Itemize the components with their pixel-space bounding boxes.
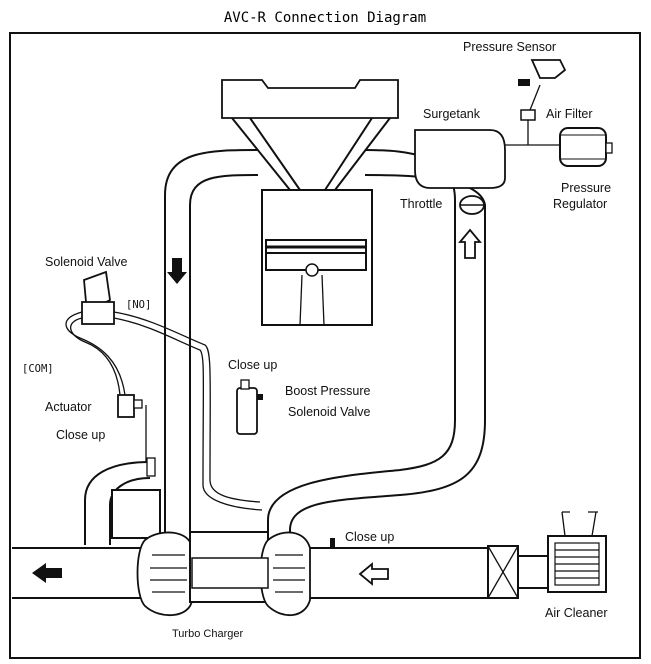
intake-manifold-top bbox=[221, 79, 399, 119]
turbo-ribs bbox=[150, 554, 305, 593]
label-air-cleaner: Air Cleaner bbox=[545, 606, 608, 620]
intake-arrow bbox=[358, 562, 389, 586]
wastegate-pipe-inner bbox=[109, 477, 151, 545]
diagram-title: AVC-R Connection Diagram bbox=[224, 10, 426, 26]
turbo-housing-left bbox=[136, 531, 193, 617]
intake-funnel bbox=[231, 117, 391, 191]
hose-no-2 bbox=[113, 317, 263, 511]
air-cleaner-fins bbox=[555, 549, 599, 579]
solenoid-valve-base bbox=[81, 301, 115, 325]
label-throttle: Throttle bbox=[400, 197, 442, 211]
label-close-up-actuator: Close up bbox=[56, 428, 105, 442]
actuator-fitting bbox=[133, 399, 143, 409]
label-close-up-center: Close up bbox=[228, 358, 277, 372]
label-boost-solenoid: Solenoid Valve bbox=[288, 405, 371, 419]
intake-pipe-left-inner bbox=[189, 174, 259, 540]
label-pressure-regulator-2: Regulator bbox=[553, 197, 607, 211]
hose-com bbox=[65, 311, 126, 396]
label-surgetank: Surgetank bbox=[423, 107, 481, 121]
diagram-frame bbox=[9, 32, 641, 659]
label-boost-pressure: Boost Pressure bbox=[285, 384, 371, 398]
hose-no bbox=[113, 311, 261, 503]
intake-pipe-left bbox=[164, 149, 259, 540]
label-air-filter: Air Filter bbox=[546, 107, 593, 121]
actuator bbox=[117, 394, 135, 418]
intake-fitting bbox=[330, 538, 335, 547]
boost-solenoid-body bbox=[236, 387, 258, 435]
label-pressure-regulator-1: Pressure bbox=[561, 181, 611, 195]
wastegate-pipe bbox=[84, 461, 151, 545]
pressure-regulator bbox=[559, 127, 607, 167]
intake-main-pipe bbox=[310, 547, 488, 599]
solenoid-valve bbox=[83, 270, 111, 307]
label-no-port: [NO] bbox=[126, 299, 151, 311]
boost-solenoid-top bbox=[240, 379, 250, 390]
air-cleaner-clips bbox=[561, 511, 598, 537]
boost-solenoid-port bbox=[257, 394, 263, 400]
wastegate-mount bbox=[146, 457, 156, 477]
exhaust-pipe bbox=[12, 547, 155, 599]
flow-arrow-down bbox=[167, 258, 187, 284]
turbo-shaft bbox=[191, 557, 269, 589]
pressure-sensor bbox=[530, 59, 567, 79]
hose-com-2 bbox=[70, 317, 121, 396]
piston-pin bbox=[305, 263, 319, 277]
label-com-port: [COM] bbox=[22, 363, 54, 375]
surgetank bbox=[414, 129, 506, 189]
air-filter bbox=[520, 109, 536, 121]
exhaust-arrow bbox=[32, 563, 62, 583]
label-turbo-charger: Turbo Charger bbox=[172, 628, 243, 640]
regulator-cap bbox=[605, 142, 613, 154]
label-actuator: Actuator bbox=[45, 400, 92, 414]
airflow-meter-cross bbox=[487, 545, 519, 599]
label-close-up-intake: Close up bbox=[345, 530, 394, 544]
label-pressure-sensor: Pressure Sensor bbox=[463, 40, 556, 54]
flow-arrow-up bbox=[458, 228, 482, 259]
connecting-rod bbox=[299, 274, 325, 326]
wastegate-box bbox=[111, 489, 161, 539]
label-solenoid-valve: Solenoid Valve bbox=[45, 255, 128, 269]
intake-connector bbox=[518, 555, 548, 589]
pressure-sensor-connector bbox=[518, 79, 530, 86]
